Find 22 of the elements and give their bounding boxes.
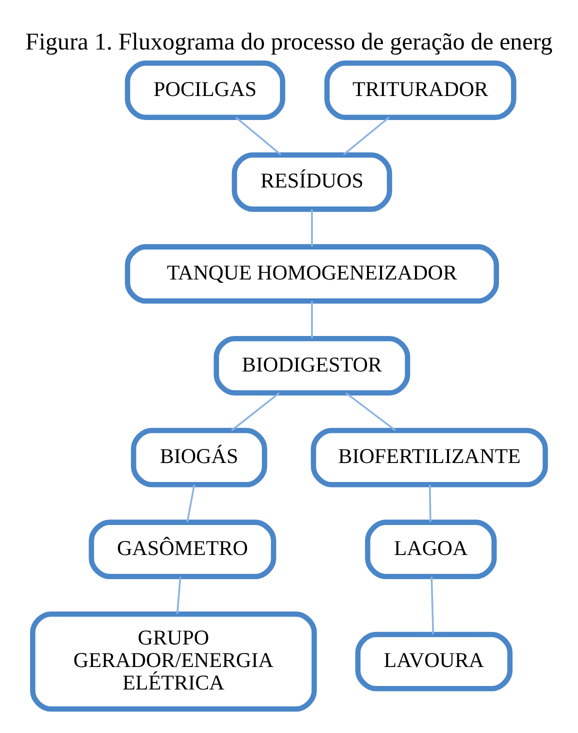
connector [231, 392, 280, 432]
node-box: BIOFERTILIZANTE [310, 428, 548, 488]
connector [428, 484, 432, 522]
connector [311, 209, 313, 246]
connector [345, 392, 396, 432]
connector [235, 116, 282, 156]
node-box: POCILGAS [124, 60, 286, 120]
diagram-title: Figura 1. Fluxograma do processo de geração de energ [25, 29, 553, 56]
node-box: TRITURADOR [324, 60, 516, 120]
connector [176, 576, 182, 614]
connector [311, 301, 313, 338]
connector [430, 576, 434, 634]
connector [343, 116, 390, 156]
node-box: BIODIGESTOR [214, 336, 410, 396]
node-box: TANQUE HOMOGENEIZADOR [124, 244, 499, 304]
node-box: BIOGÁS [130, 428, 268, 488]
node-box: GRUPO GERADOR/ENERGIA ELÉTRICA [30, 612, 317, 712]
node-box: LAGOA [365, 520, 497, 580]
node-box: GASÔMETRO [88, 520, 276, 580]
connector [186, 484, 196, 522]
node-box: LAVOURA [355, 632, 513, 692]
node-box: RESÍDUOS [232, 152, 392, 212]
